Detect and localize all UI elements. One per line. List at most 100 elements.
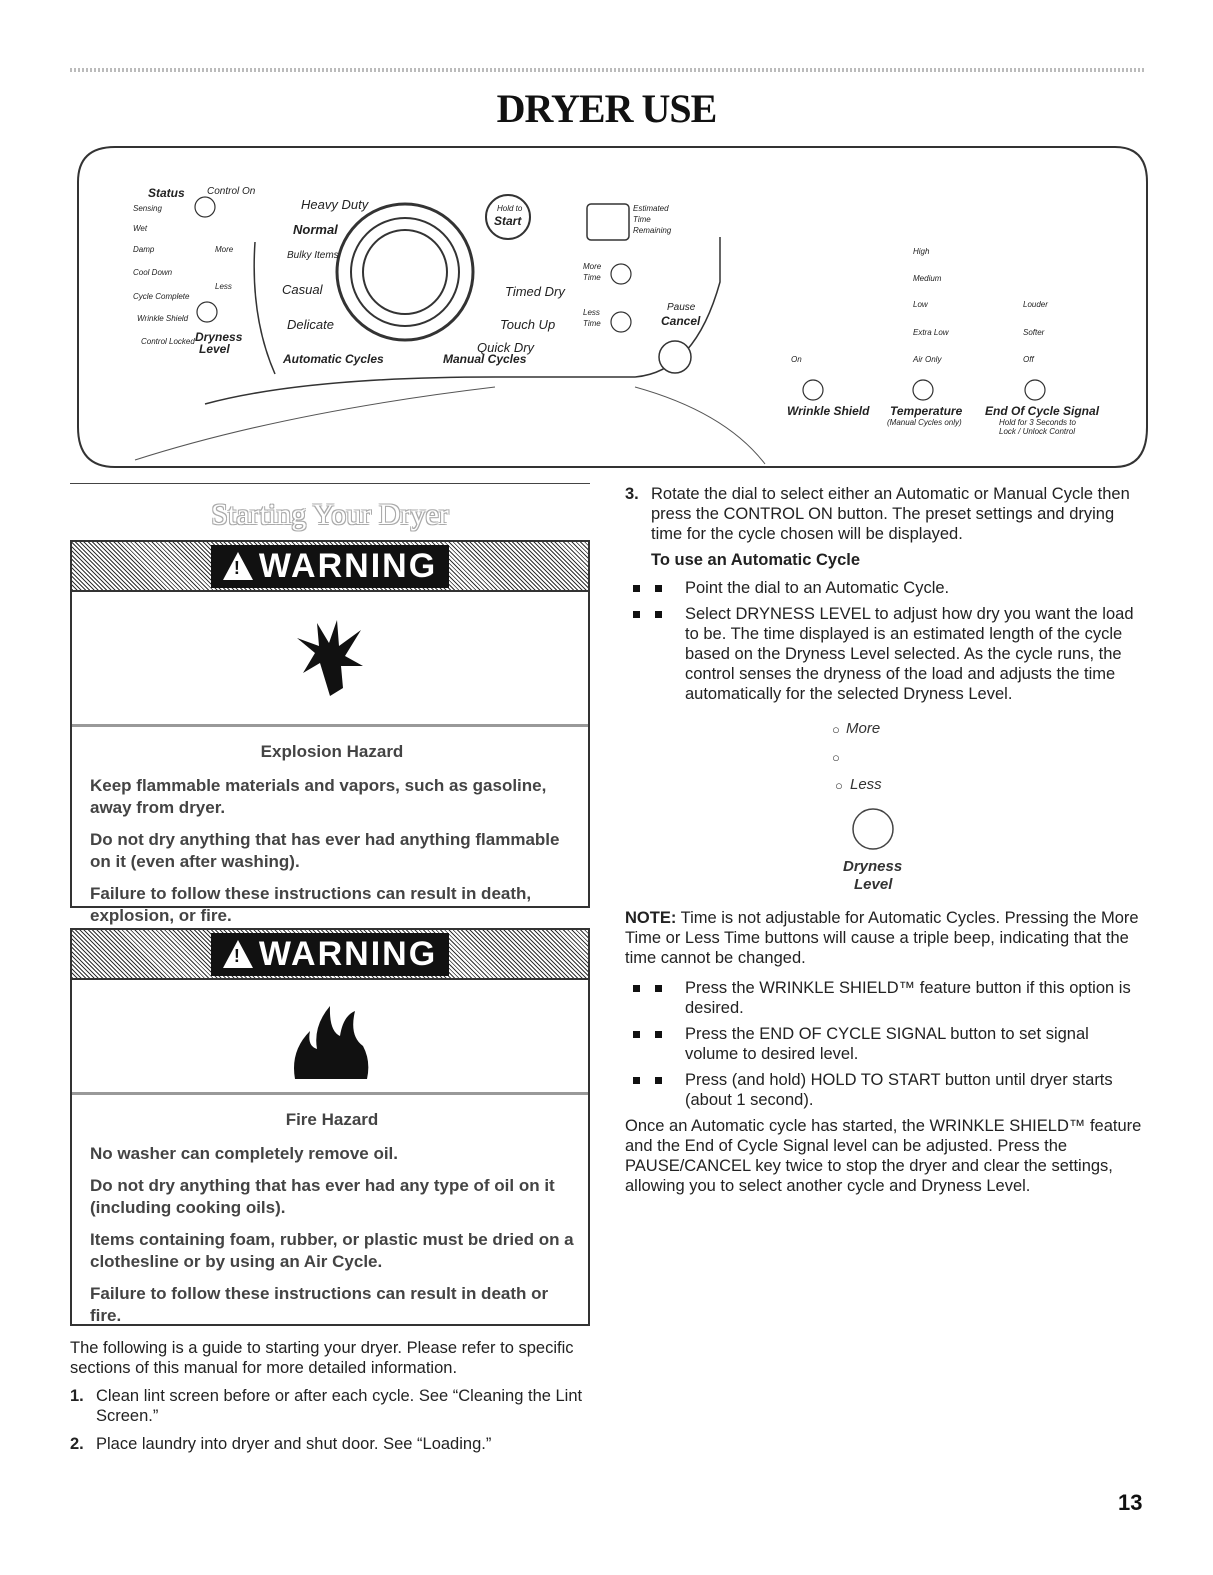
bullet-text: Select DRYNESS LEVEL to adjust how dry y… xyxy=(685,605,1134,703)
note-label: NOTE: xyxy=(625,909,677,927)
cycle-delicate: Delicate xyxy=(287,317,334,332)
page-title: DRYER USE xyxy=(496,86,718,131)
step-number: 2. xyxy=(70,1435,84,1453)
status-item: Cycle Complete xyxy=(133,292,190,301)
warning-text: Do not dry anything that has ever had an… xyxy=(90,1176,555,1217)
cycle-touch-up: Touch Up xyxy=(500,317,556,332)
cycle-heavy-duty: Heavy Duty xyxy=(301,197,369,212)
warning-text: Items containing foam, rubber, or plasti… xyxy=(90,1230,574,1271)
intro-and-steps: The following is a guide to starting you… xyxy=(70,1338,590,1454)
warning-header: ! WARNING xyxy=(72,542,588,592)
hazard-title: Explosion Hazard xyxy=(260,742,404,761)
control-panel-outline xyxy=(77,146,1148,468)
temperature-label: Temperature xyxy=(890,404,963,418)
cancel-label: Cancel xyxy=(661,314,701,328)
cycle-quick-dry: Quick Dry xyxy=(477,340,535,355)
signal-level: Off xyxy=(1023,355,1034,364)
less-time-label: Time xyxy=(583,319,601,328)
fire-warning-box: ! WARNING Fire Hazard No washer can comp… xyxy=(70,928,590,1326)
warning-text: Failure to follow these instructions can… xyxy=(90,1284,549,1325)
hold-to-label: Hold to xyxy=(497,204,523,213)
step-text: Clean lint screen before or after each c… xyxy=(96,1387,583,1425)
estimated-time-label: Time xyxy=(633,215,651,224)
bullet-item: Press the WRINKLE SHIELD™ feature button… xyxy=(625,978,1145,1018)
fire-icon xyxy=(72,980,588,1095)
page-number: 13 xyxy=(1118,1490,1143,1515)
dryness-level-figure: ○ More ○ ○ Less Dryness Level xyxy=(832,720,903,893)
warning-body: Fire Hazard No washer can completely rem… xyxy=(72,1095,588,1351)
estimated-time-label: Remaining xyxy=(633,226,672,235)
manual-cycles-label: Manual Cycles xyxy=(443,352,527,366)
explosion-warning-box: ! WARNING Explosion Hazard Keep flammabl… xyxy=(70,540,590,925)
dryness-label-1: Dryness xyxy=(195,330,243,344)
step-number: 1. xyxy=(70,1387,84,1405)
bullet-item: Press the END OF CYCLE SIGNAL button to … xyxy=(625,1024,1145,1064)
cycle-casual: Casual xyxy=(282,282,323,297)
signal-level: Softer xyxy=(1023,328,1045,337)
step-text: Rotate the dial to select either an Auto… xyxy=(651,485,1130,543)
warning-text: Do not dry anything that has ever had an… xyxy=(90,830,560,871)
pause-label: Pause xyxy=(667,302,696,313)
end-signal-note: Hold for 3 Seconds to xyxy=(999,418,1076,427)
status-item: Damp xyxy=(133,245,155,254)
end-signal-label: End Of Cycle Signal xyxy=(985,404,1100,418)
end-signal-note: Lock / Unlock Control xyxy=(999,427,1076,436)
more-time-label: Time xyxy=(583,273,601,282)
bullet-text: Press (and hold) HOLD TO START button un… xyxy=(685,1071,1113,1109)
bullet-text: Press the END OF CYCLE SIGNAL button to … xyxy=(685,1025,1089,1063)
dryness-more-label: More xyxy=(215,245,234,254)
note-text: Time is not adjustable for Automatic Cyc… xyxy=(625,909,1139,967)
section-rule xyxy=(70,483,590,484)
note-paragraph: NOTE: Time is not adjustable for Automat… xyxy=(625,908,1145,968)
fig-dryness-label: Dryness xyxy=(843,858,903,875)
automatic-cycles-label: Automatic Cycles xyxy=(283,352,384,366)
intro-paragraph: The following is a guide to starting you… xyxy=(70,1339,574,1377)
closing-paragraph: Once an Automatic cycle has started, the… xyxy=(625,1117,1142,1195)
warning-text: Failure to follow these instructions can… xyxy=(90,884,532,925)
warning-banner: ! WARNING xyxy=(210,932,450,976)
step-2: 2. Place laundry into dryer and shut doo… xyxy=(70,1434,590,1454)
temp-level: Low xyxy=(913,300,928,309)
bullet-item: Select DRYNESS LEVEL to adjust how dry y… xyxy=(625,604,1145,704)
bullet-item: Point the dial to an Automatic Cycle. xyxy=(625,578,1145,598)
status-item: Sensing xyxy=(133,204,162,213)
top-rule xyxy=(70,68,1145,72)
warning-title: WARNING xyxy=(258,546,438,585)
temp-level: Air Only xyxy=(913,355,942,364)
step-number: 3. xyxy=(625,485,639,503)
step-text: Place laundry into dryer and shut door. … xyxy=(96,1435,492,1453)
fig-less-label: Less xyxy=(850,776,882,793)
step-3-block: 3. Rotate the dial to select either an A… xyxy=(625,484,1145,710)
temp-level: Extra Low xyxy=(913,328,949,337)
cycle-normal: Normal xyxy=(293,222,338,237)
note-block: NOTE: Time is not adjustable for Automat… xyxy=(625,908,1145,1196)
status-item: Wrinkle Shield xyxy=(137,314,189,323)
wrinkle-on-label: On xyxy=(791,355,802,364)
hazard-title: Fire Hazard xyxy=(285,1110,379,1129)
temp-level: High xyxy=(913,247,930,256)
section-heading: Starting Your Dryer xyxy=(211,498,449,531)
fig-middle-indicator: ○ xyxy=(832,750,840,765)
cycle-bulky-items: Bulky Items xyxy=(287,250,339,261)
dryness-label-2: Level xyxy=(199,342,230,356)
warning-body: Explosion Hazard Keep flammable material… xyxy=(72,727,588,951)
step-1: 1. Clean lint screen before or after eac… xyxy=(70,1386,590,1426)
warning-header: ! WARNING xyxy=(72,930,588,980)
wrinkle-shield-label: Wrinkle Shield xyxy=(787,404,870,418)
warning-triangle-icon: ! xyxy=(222,940,253,968)
fig-level-label: Level xyxy=(854,876,893,893)
control-panel-illustration: Status Sensing Wet Damp Cool Down Cycle … xyxy=(75,142,1150,470)
status-item: Cool Down xyxy=(133,268,173,277)
fig-more-label: More xyxy=(846,720,881,737)
explosion-icon xyxy=(72,592,588,727)
bullet-text: Press the WRINKLE SHIELD™ feature button… xyxy=(685,979,1131,1017)
temperature-note: (Manual Cycles only) xyxy=(887,418,962,427)
auto-cycle-heading: To use an Automatic Cycle xyxy=(651,551,861,569)
bullet-text: Point the dial to an Automatic Cycle. xyxy=(685,579,950,597)
status-item: Control Locked xyxy=(141,337,195,346)
warning-text: No washer can completely remove oil. xyxy=(90,1144,399,1163)
temp-level: Medium xyxy=(913,274,942,283)
dryness-button-icon xyxy=(852,808,894,850)
warning-title: WARNING xyxy=(258,934,438,973)
status-item: Wet xyxy=(133,224,148,233)
